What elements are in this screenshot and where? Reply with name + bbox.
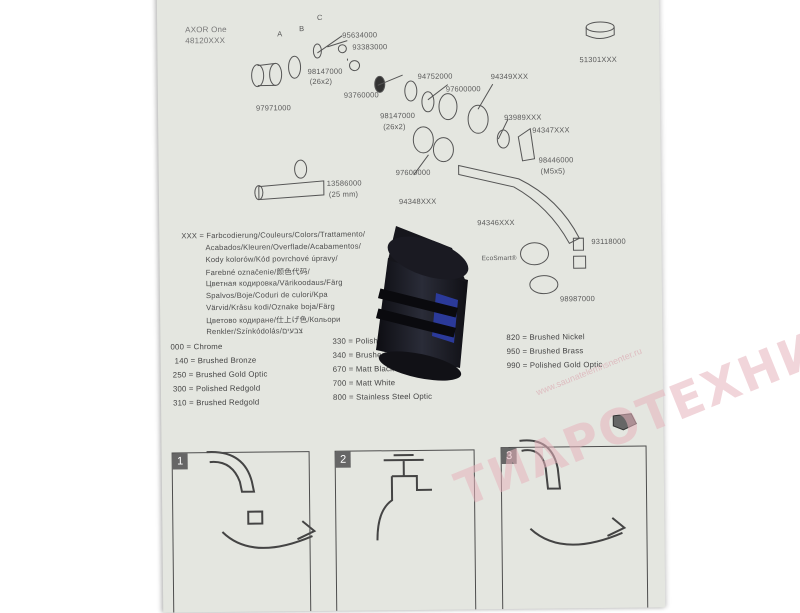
step-panel-1: 1 (171, 451, 312, 613)
step-number: 3 (501, 447, 517, 465)
exploded-view-drawing (206, 21, 627, 549)
step-number: 2 (335, 451, 351, 468)
step-panel-3: 3 (500, 445, 649, 612)
step-panel-2: 2 (334, 449, 477, 613)
instruction-sheet: AXOR One 48120XXX (156, 0, 666, 613)
hand-gesture-icon (612, 413, 637, 431)
step-number: 1 (172, 453, 188, 470)
valve-cartridge-photo (375, 226, 469, 381)
